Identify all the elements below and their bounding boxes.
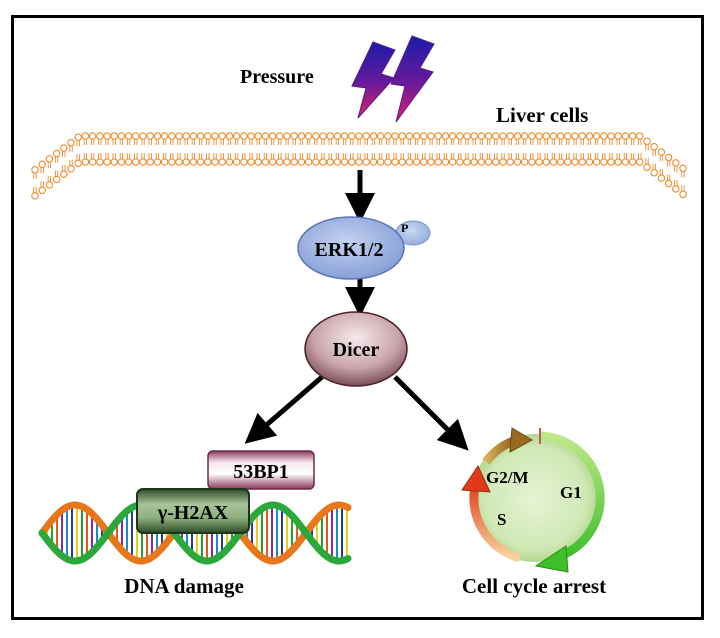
lightning-bolt-icon [351,35,435,123]
cell-cycle-arrest-label: Cell cycle arrest [462,574,606,598]
h2ax-node: γ-H2AX [136,488,250,534]
dicer-label: Dicer [333,339,380,361]
dicer-ellipse [304,311,408,387]
53bp1-node: 53BP1 [207,450,315,490]
g1-arrowhead [534,545,569,573]
pressure-label: Pressure [240,66,314,88]
g2m-arrowhead [509,427,534,453]
lipid-bilayer-icon [31,132,687,200]
arrow-dicer-to-cell-cycle [393,375,469,451]
s-arrowhead [461,464,491,493]
h2ax-box [136,488,250,534]
cell-cycle-icon: G2/M G1 S [461,427,605,573]
erk-node: P ERK1/2 [297,216,431,280]
53bp1-label: 53BP1 [233,461,289,483]
dna-damage-label: DNA damage [124,574,244,598]
pathway-arrows [244,170,469,451]
erk-ellipse [297,216,405,280]
phase-g1-label: G1 [560,483,582,502]
phospho-label: P [401,221,408,235]
cell-cycle-disc [471,434,599,562]
s-arc [469,480,522,563]
53bp1-box [207,450,315,490]
g1-arc [539,431,605,561]
arrow-dicer-to-53bp1 [244,375,324,444]
dicer-node: Dicer [304,311,408,387]
erk-label: ERK1/2 [315,239,384,261]
h2ax-label: γ-H2AX [157,502,229,524]
liver-cells-label: Liver cells [496,103,588,127]
phase-g2m-label: G2/M [486,468,529,487]
phase-s-label: S [497,510,506,529]
